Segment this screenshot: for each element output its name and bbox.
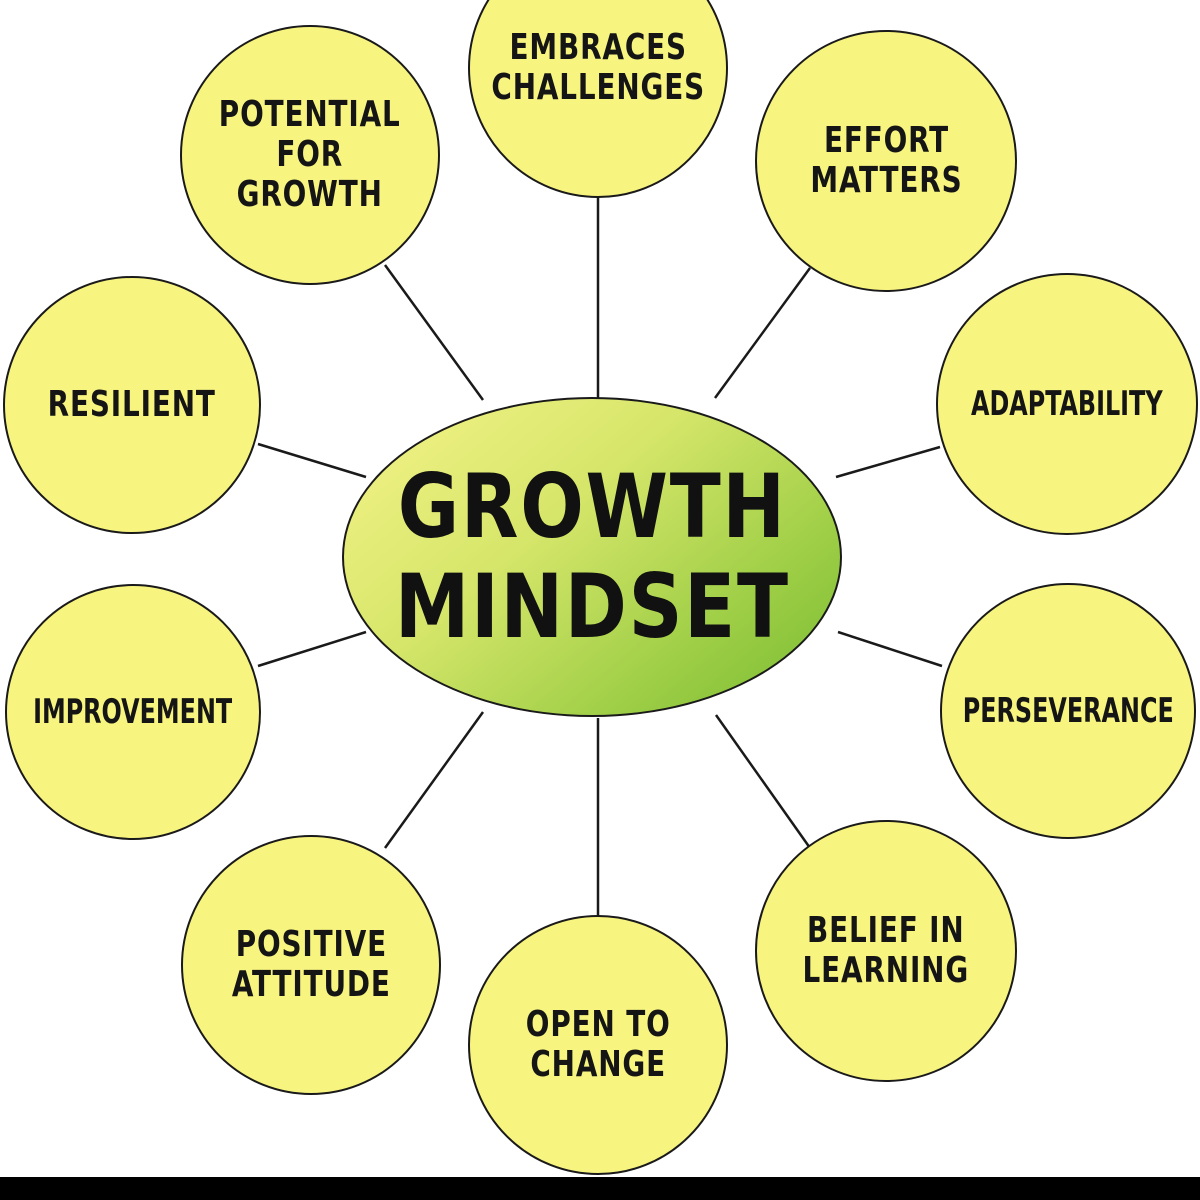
bubble-effort-matters: EFFORT MATTERS	[755, 30, 1017, 292]
bubble-belief-in-learning: BELIEF IN LEARNING	[755, 820, 1017, 1082]
connector-belief-in-learning	[714, 714, 812, 849]
bubble-label-perseverance: PERSEVERANCE	[962, 691, 1174, 731]
connector-resilient	[257, 442, 367, 479]
bubble-label-open-to-change: OPEN TO CHANGE	[525, 1004, 671, 1085]
bubble-resilient: RESILIENT	[3, 276, 261, 534]
bottom-bar	[0, 1177, 1200, 1200]
bubble-label-adaptability: ADAPTABILITY	[971, 384, 1163, 424]
bubble-potential-for-growth: POTENTIAL FOR GROWTH	[180, 25, 440, 285]
bubble-label-belief-in-learning: BELIEF IN LEARNING	[802, 910, 970, 991]
bubble-label-improvement: IMPROVEMENT	[33, 692, 233, 732]
connector-improvement	[257, 630, 367, 668]
bubble-improvement: IMPROVEMENT	[5, 584, 261, 840]
bubble-open-to-change: OPEN TO CHANGE	[468, 915, 728, 1175]
bubble-label-embraces-challenges: EMBRACES CHALLENGES	[491, 27, 705, 108]
bubble-label-resilient: RESILIENT	[47, 384, 217, 425]
central-topic-title: GROWTH MINDSET	[394, 455, 790, 658]
connector-perseverance	[837, 630, 943, 668]
connector-potential-for-growth	[383, 264, 485, 401]
bubble-positive-attitude: POSITIVE ATTITUDE	[181, 835, 441, 1095]
connector-adaptability	[835, 445, 941, 479]
bubble-label-potential-for-growth: POTENTIAL FOR GROWTH	[219, 94, 401, 215]
central-topic: GROWTH MINDSET	[342, 397, 842, 717]
bubble-label-positive-attitude: POSITIVE ATTITUDE	[231, 924, 391, 1005]
connector-positive-attitude	[383, 711, 485, 849]
bubble-adaptability: ADAPTABILITY	[936, 273, 1198, 535]
bubble-label-effort-matters: EFFORT MATTERS	[809, 120, 963, 201]
connector-effort-matters	[713, 267, 812, 399]
bubble-perseverance: PERSEVERANCE	[940, 583, 1196, 839]
